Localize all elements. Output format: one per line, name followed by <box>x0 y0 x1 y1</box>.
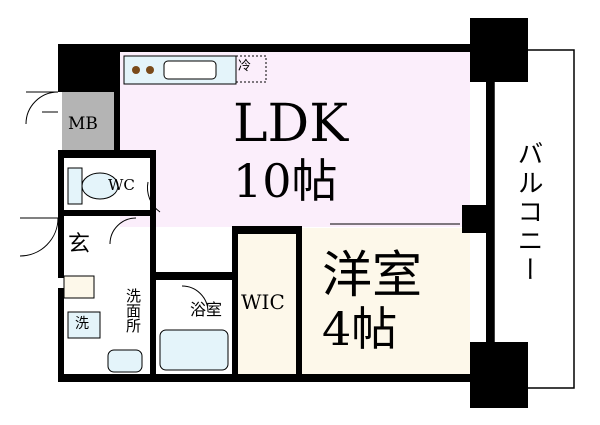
bedroom-floor <box>300 228 470 374</box>
washroom-label: 洗面所 <box>124 288 142 333</box>
bathtub-icon <box>159 329 229 371</box>
balcony-area <box>493 49 575 389</box>
toilet-label: WC <box>108 176 135 194</box>
ldk-size: 10帖 <box>233 154 338 208</box>
stove-burner-icon <box>146 66 154 74</box>
toilet-tank-icon <box>67 167 83 205</box>
bedroom-size: 4帖 <box>322 302 398 356</box>
stove-burner-icon <box>132 66 140 74</box>
washbasin-icon <box>107 349 143 373</box>
balcony-label: バルコニー <box>513 140 543 285</box>
bathroom-label: 浴室 <box>190 300 223 319</box>
wic-label: WIC <box>241 290 285 314</box>
toilet-bowl-icon <box>81 172 119 200</box>
wic-floor <box>238 234 296 374</box>
meter-box-label: MB <box>68 114 98 134</box>
entrance-label: 玄 <box>68 232 91 257</box>
door-swings <box>19 91 491 350</box>
walls <box>58 18 528 408</box>
sink-icon <box>163 60 217 80</box>
washer-icon <box>67 311 101 339</box>
fridge-label: 冷 <box>238 59 252 74</box>
meter-box <box>62 90 114 154</box>
ldk-label: LDK <box>233 94 349 154</box>
bedroom-label: 洋室 <box>322 246 422 304</box>
washer-label: 洗 <box>75 316 89 332</box>
entrance-step <box>63 275 95 299</box>
